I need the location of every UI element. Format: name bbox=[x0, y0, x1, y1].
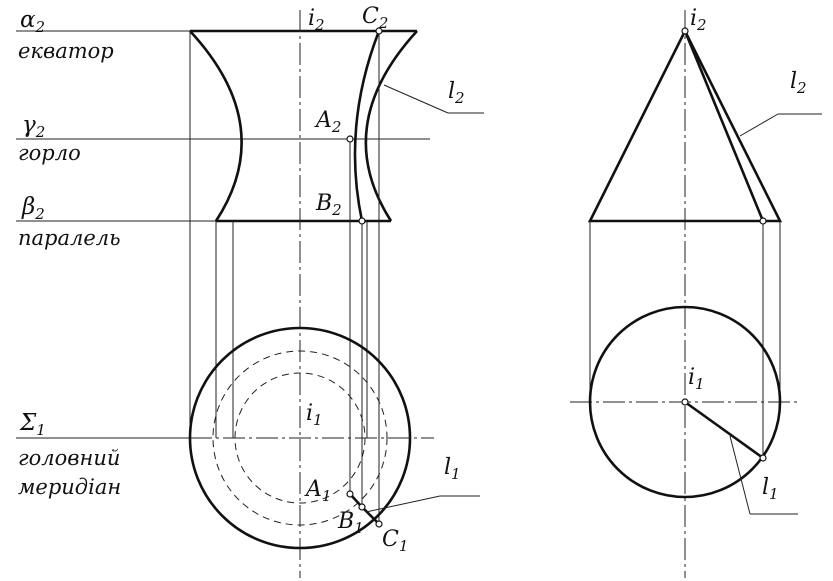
right-front-view bbox=[587, 10, 822, 578]
point-a2 bbox=[346, 135, 354, 143]
beta2-label: β2 bbox=[21, 194, 45, 223]
a1-label: A1 bbox=[304, 477, 331, 505]
b1-label: B1 bbox=[337, 509, 364, 537]
cone-l2-label: l2 bbox=[790, 69, 807, 97]
sigma1-label: Σ1 bbox=[19, 410, 46, 439]
point-c1 bbox=[375, 520, 383, 528]
cone-apex-point bbox=[681, 27, 689, 35]
cone-i2-label: i2 bbox=[690, 6, 707, 34]
a2-label: A2 bbox=[314, 108, 341, 136]
cone-outline bbox=[587, 28, 783, 223]
l2-leader bbox=[383, 84, 449, 114]
gorge-label: горло bbox=[18, 141, 81, 165]
cone-generatrix-l1 bbox=[684, 400, 764, 460]
principal-label: головний bbox=[18, 446, 120, 470]
parallel-circle-hidden bbox=[212, 350, 388, 526]
cone-l1-label: l1 bbox=[762, 475, 779, 503]
i2-label: i2 bbox=[308, 6, 325, 34]
cone-base-point bbox=[759, 217, 767, 225]
cone-i1-label: i1 bbox=[688, 365, 705, 393]
gorge-circle-hidden bbox=[234, 372, 366, 504]
c1-label: C1 bbox=[382, 527, 408, 555]
parallel-label: паралель bbox=[18, 226, 121, 250]
right-meridian-curve bbox=[364, 30, 418, 222]
left-meridian-curve bbox=[189, 30, 243, 222]
point-a1 bbox=[346, 490, 354, 498]
l2-label: l2 bbox=[448, 79, 465, 107]
left-top-view bbox=[16, 326, 480, 550]
cone-rim-point bbox=[759, 454, 767, 462]
gamma2-label: γ2 bbox=[22, 112, 45, 141]
right-labels: i2 l2 i1 l1 bbox=[688, 6, 807, 503]
c2-label: C2 bbox=[362, 4, 388, 32]
point-b1 bbox=[358, 503, 366, 511]
left-front-view bbox=[16, 10, 484, 578]
meridian-label: меридіан bbox=[18, 475, 121, 499]
equator-circle bbox=[188, 326, 412, 550]
left-labels: α2 екватор γ2 горло β2 паралель Σ1 голов… bbox=[18, 4, 465, 555]
cone-center-point bbox=[681, 398, 689, 406]
cone-l1-leader bbox=[729, 435, 751, 515]
i1-label: i1 bbox=[306, 401, 323, 429]
cone-generatrix-l2 bbox=[683, 30, 765, 222]
point-c2 bbox=[375, 27, 383, 35]
b2-label: B2 bbox=[315, 191, 342, 219]
generatrix-l2 bbox=[353, 30, 381, 222]
l1-label: l1 bbox=[444, 455, 461, 483]
alpha2-label: α2 bbox=[20, 7, 45, 36]
right-top-view bbox=[570, 305, 800, 515]
l1-leader bbox=[365, 495, 441, 513]
point-b2 bbox=[358, 217, 366, 225]
cone-base-circle bbox=[588, 305, 782, 499]
cone-l2-leader bbox=[739, 113, 779, 137]
equator-label: екватор bbox=[18, 39, 114, 63]
